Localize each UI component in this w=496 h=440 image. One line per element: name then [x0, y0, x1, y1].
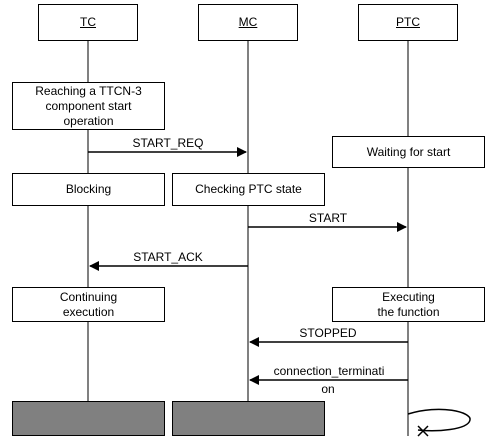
lifeline-head-tc: TC: [38, 4, 138, 41]
label-connection-terminated-1: connection_terminati: [273, 364, 385, 378]
box-ptc-waiting: Waiting for start: [332, 136, 485, 168]
box-tc-blocking: Blocking: [12, 173, 165, 206]
ptc-self-loop: [407, 408, 471, 432]
label-start-ack: START_ACK: [133, 250, 203, 264]
box-ptc-executing: Executing the function: [332, 287, 485, 322]
label-connection-terminated-2: on: [321, 382, 335, 396]
lifeline-label-tc: TC: [80, 15, 96, 29]
termination-x-icon: [417, 425, 429, 437]
label-stopped: STOPPED: [299, 326, 357, 340]
label-start: START: [308, 211, 348, 225]
box-mc-checking: Checking PTC state: [172, 173, 325, 206]
label-start-req: START_REQ: [132, 136, 204, 150]
box-mc-inactive: [172, 401, 325, 436]
lifeline-label-ptc: PTC: [396, 15, 420, 29]
lifeline-head-mc: MC: [198, 4, 298, 41]
box-tc-inactive: [12, 401, 165, 436]
lifeline-label-mc: MC: [238, 15, 258, 29]
lifeline-head-ptc: PTC: [358, 4, 458, 41]
box-tc-start: Reaching a TTCN-3 component start operat…: [12, 82, 165, 130]
box-tc-continuing: Continuing execution: [12, 287, 165, 322]
